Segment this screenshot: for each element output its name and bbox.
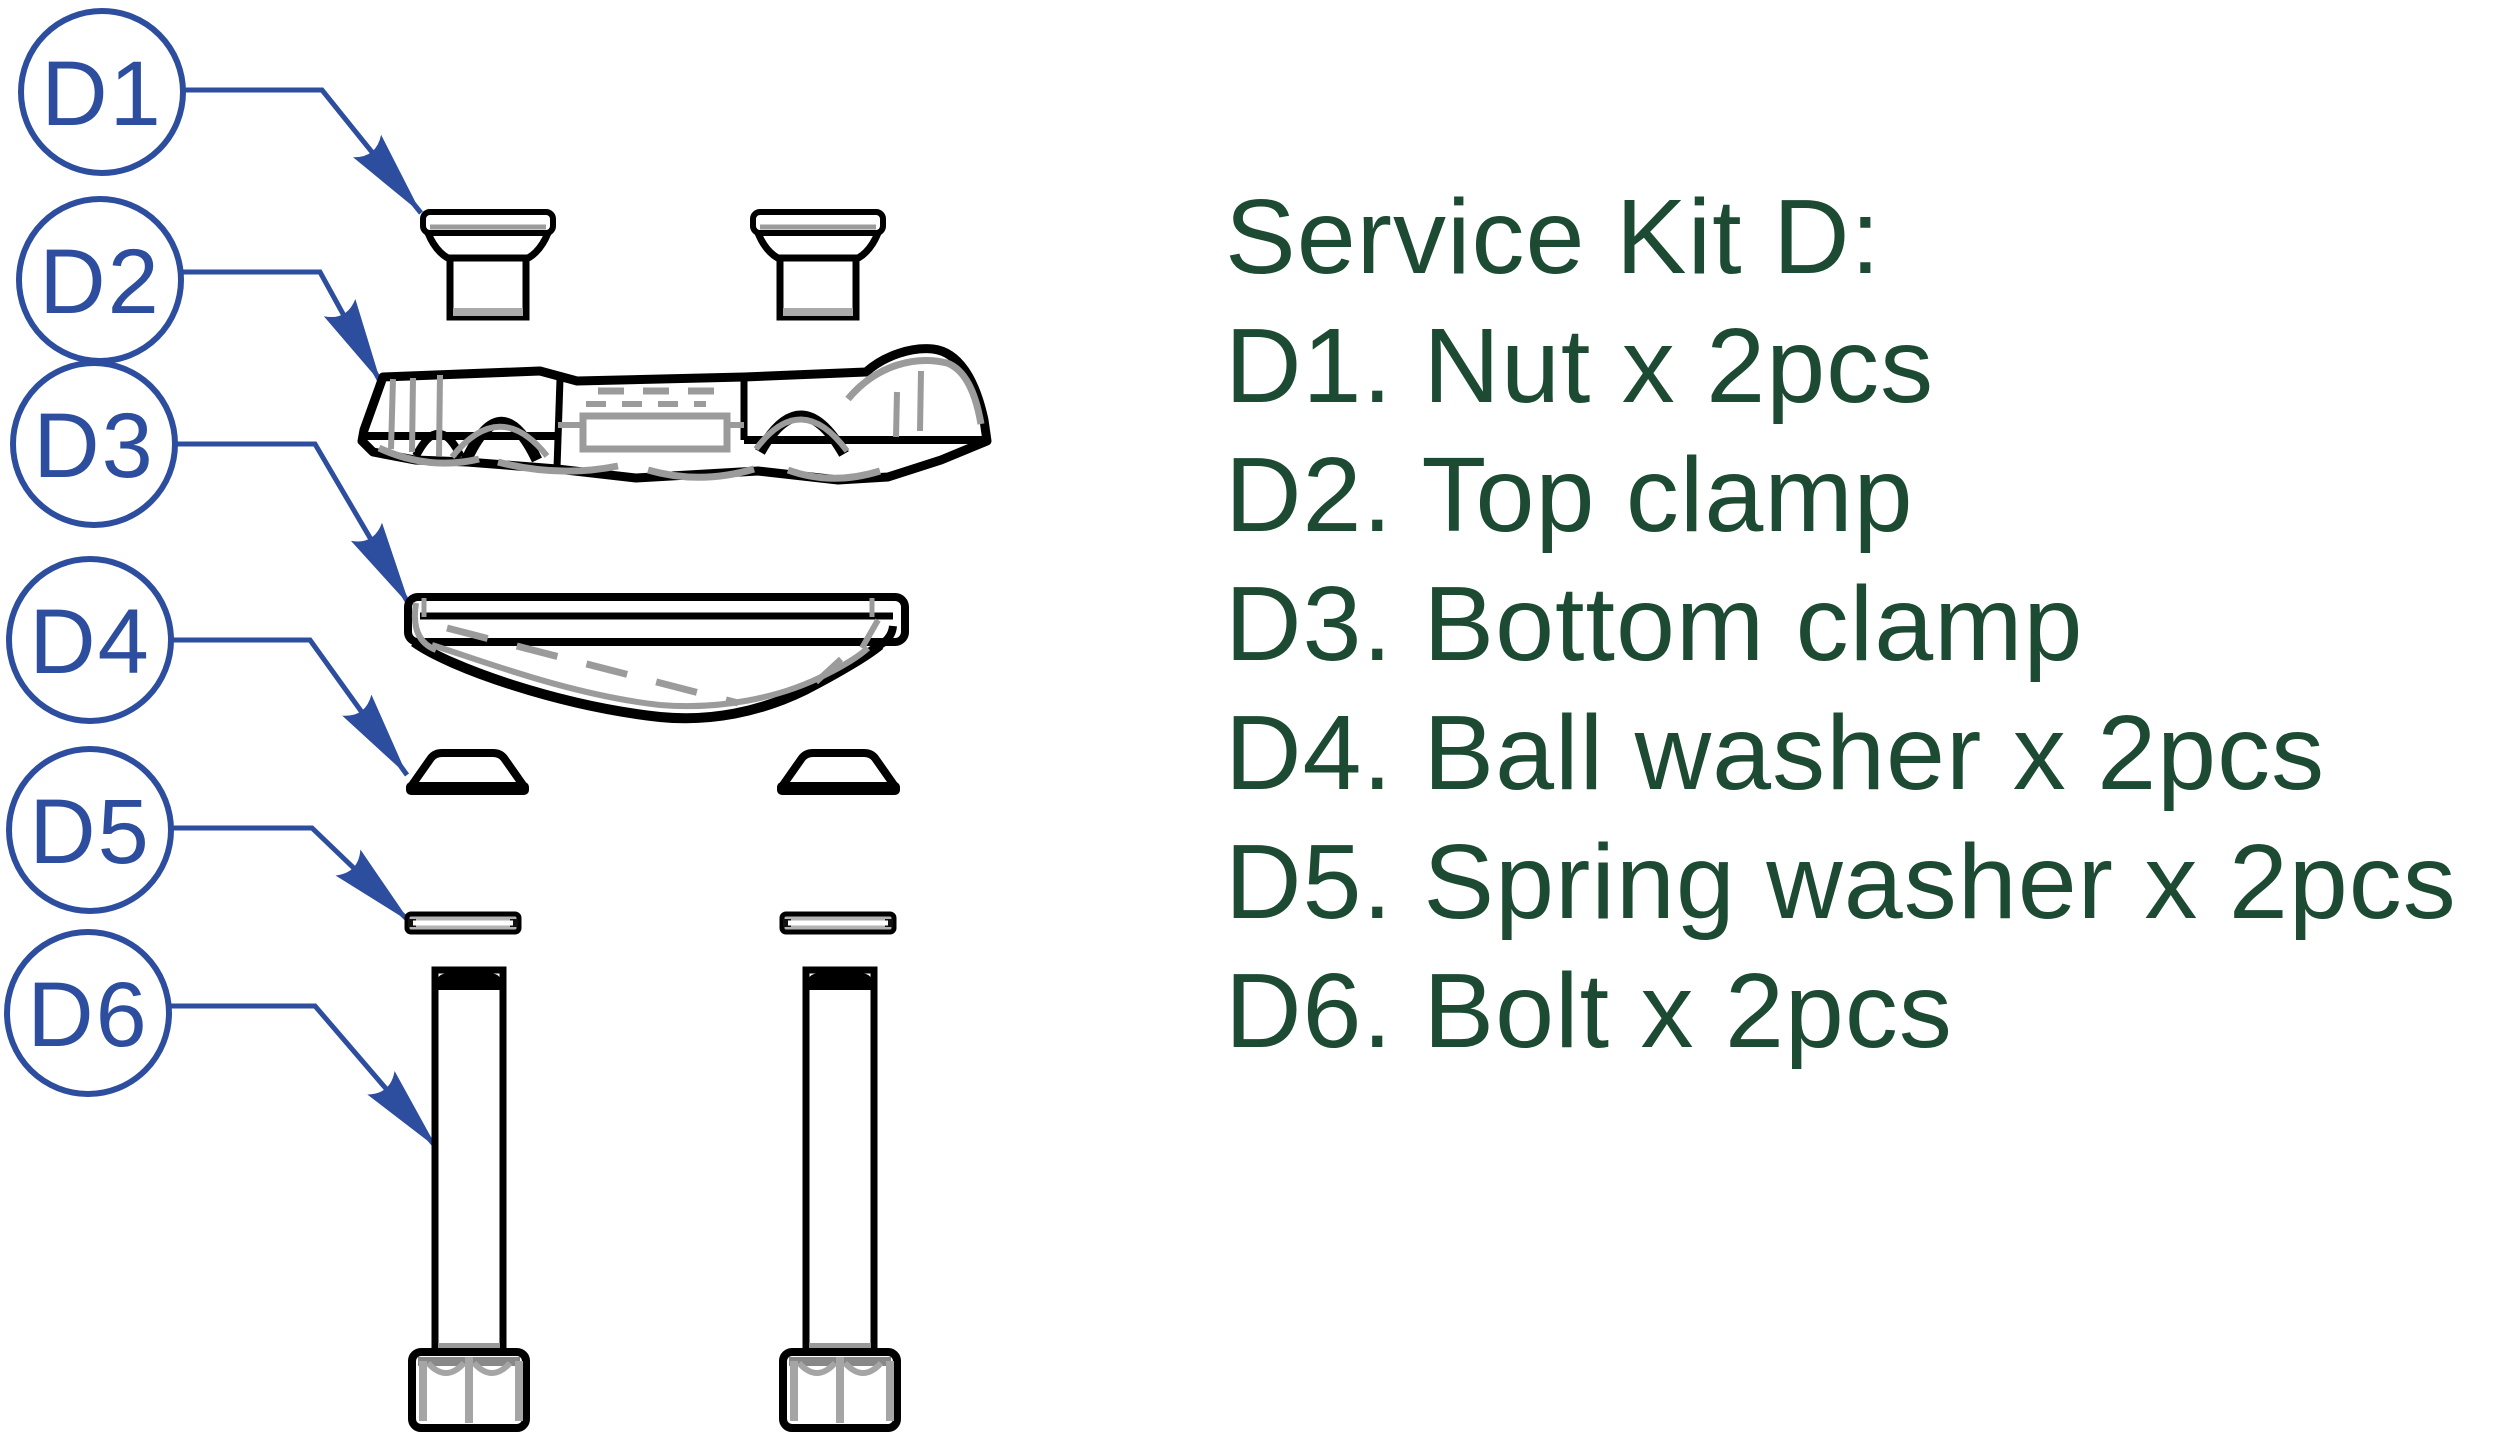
callout-label: D1 (41, 43, 163, 145)
callout-label: D6 (27, 964, 149, 1066)
top-clamp-drawing (357, 344, 992, 485)
callout-label: D2 (39, 231, 161, 333)
callout-label: D3 (33, 395, 155, 497)
callout-d2: D2 (16, 196, 184, 364)
legend-title: Service Kit D: (1225, 178, 1882, 296)
leader-line-d3 (175, 441, 413, 608)
spring-washer-left-drawing (407, 914, 519, 932)
legend-panel: Service Kit D: D1. Nut x 2pcs D2. Top cl… (1225, 173, 2457, 1076)
legend-item: D4. Ball washer x 2pcs (1225, 694, 2326, 812)
legend-item: D3. Bottom clamp (1225, 565, 2084, 683)
callout-circle (18, 8, 186, 176)
bolt-left-drawing (412, 970, 526, 1428)
callout-d3: D3 (10, 360, 178, 528)
spring-washer-right-drawing (782, 914, 894, 932)
callout-d4: D4 (6, 556, 174, 724)
leader-line-d4 (171, 637, 410, 777)
nut-left-drawing (423, 212, 553, 317)
callout-circle (10, 360, 178, 528)
leader-line-d6 (169, 1003, 439, 1150)
callout-circle (6, 746, 174, 914)
leader-line-d2 (181, 269, 384, 385)
leader-line-d5 (171, 825, 412, 924)
callout-circle (6, 556, 174, 724)
callout-d1: D1 (18, 8, 186, 176)
callout-d6: D6 (4, 929, 172, 1097)
callout-d5: D5 (6, 746, 174, 914)
nut-right-drawing (753, 212, 883, 317)
leader-lines (169, 87, 439, 1150)
ball-washer-left-drawing (406, 753, 529, 795)
callout-label: D4 (29, 591, 151, 693)
legend-item: D1. Nut x 2pcs (1225, 307, 1935, 425)
legend-item: D5. Spring washer x 2pcs (1225, 823, 2457, 941)
leader-line-d1 (183, 87, 423, 215)
ball-washer-right-drawing (777, 753, 900, 795)
legend-item: D2. Top clamp (1225, 436, 1914, 554)
callout-label: D5 (29, 781, 151, 883)
bolt-right-drawing (783, 970, 897, 1428)
bottom-clamp-drawing (404, 593, 909, 724)
callout-circle (4, 929, 172, 1097)
legend-item: D6. Bolt x 2pcs (1225, 952, 1953, 1070)
